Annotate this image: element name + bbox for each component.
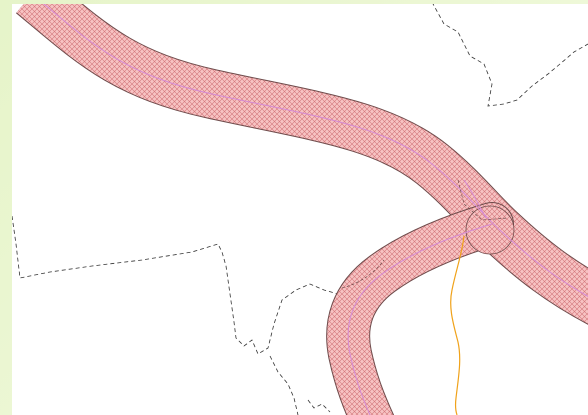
boundary-line-south (269, 355, 299, 415)
road-centerline-south (347, 223, 493, 415)
road-buffer-main-fill (16, 4, 588, 324)
road-centerline-spur (463, 179, 487, 219)
map-svg[interactable] (12, 4, 588, 415)
road-centerline-main (43, 4, 588, 297)
boundary-line-southwest (307, 399, 331, 413)
road-buffer-south-fill (327, 203, 513, 415)
stream-line (450, 235, 465, 415)
map-canvas[interactable] (12, 4, 588, 415)
road-centerline-layer (43, 4, 588, 415)
boundary-line-north (432, 4, 588, 107)
buffer-inner-edges (341, 179, 509, 289)
boundary-line-west (12, 207, 501, 355)
road-junction-patch (465, 205, 515, 255)
